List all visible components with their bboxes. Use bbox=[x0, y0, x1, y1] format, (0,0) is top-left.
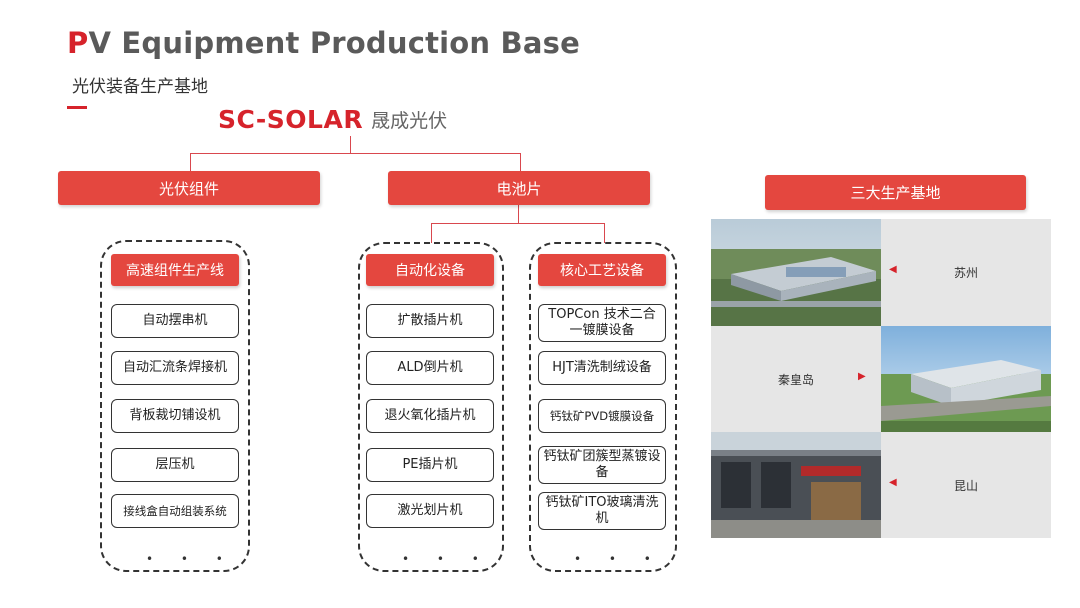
logo-text-en: SC-SOLAR bbox=[218, 104, 364, 134]
base-cell-kunshan: ◀ 昆山 bbox=[881, 432, 1051, 538]
list-item: 钙钛矿PVD镀膜设备 bbox=[538, 399, 666, 433]
list-item: ALD倒片机 bbox=[366, 351, 494, 385]
list-item: 自动汇流条焊接机 bbox=[111, 351, 239, 385]
connector-core-down bbox=[604, 223, 605, 243]
group-title-automation: 自动化设备 bbox=[366, 254, 494, 286]
base-name-qinhuangdao: 秦皇岛 bbox=[777, 372, 814, 387]
connector-top-horizontal bbox=[190, 153, 520, 154]
connector-automation-down bbox=[431, 223, 432, 243]
title-first-letter: P bbox=[67, 26, 89, 60]
list-item: 层压机 bbox=[111, 448, 239, 482]
base-cell-suzhou: ◀ 苏州 bbox=[881, 219, 1051, 326]
page-subtitle: 光伏装备生产基地 bbox=[72, 77, 208, 97]
group-title-modules-line: 高速组件生产线 bbox=[111, 254, 239, 286]
title-rest: V Equipment Production Base bbox=[88, 26, 580, 60]
company-logo: SC-SOLAR 晟成光伏 bbox=[218, 104, 447, 134]
group-title-core-process: 核心工艺设备 bbox=[538, 254, 666, 286]
list-item: 钙钛矿ITO玻璃清洗机 bbox=[538, 492, 666, 530]
list-item: 扩散插片机 bbox=[366, 304, 494, 338]
group-automation bbox=[358, 242, 504, 572]
list-item: TOPCon 技术二合一镀膜设备 bbox=[538, 304, 666, 342]
logo-text-cn: 晟成光伏 bbox=[371, 109, 448, 132]
pointer-left-icon: ◀ bbox=[889, 264, 897, 275]
suzhou-factory-photo bbox=[711, 219, 881, 326]
category-modules: 光伏组件 bbox=[58, 171, 320, 205]
list-item: 背板裁切铺设机 bbox=[111, 399, 239, 433]
connector-logo-down bbox=[350, 136, 351, 153]
pointer-left-icon: ◀ bbox=[889, 477, 897, 488]
list-item: 接线盒自动组装系统 bbox=[111, 494, 239, 528]
connector-left-down bbox=[190, 153, 191, 171]
group-modules-line bbox=[100, 240, 250, 572]
page-title: PV Equipment Production Base bbox=[67, 26, 580, 60]
base-cell-qinhuangdao: 秦皇岛 ▶ bbox=[711, 326, 881, 432]
kunshan-factory-photo bbox=[711, 432, 881, 538]
base-name-kunshan: 昆山 bbox=[953, 478, 978, 493]
list-item: 钙钛矿团簇型蒸镀设备 bbox=[538, 446, 666, 484]
list-item: 退火氧化插片机 bbox=[366, 399, 494, 433]
group-core-process bbox=[529, 242, 677, 572]
list-item: 自动摆串机 bbox=[111, 304, 239, 338]
more-indicator: • • • bbox=[402, 552, 491, 566]
list-item: 激光划片机 bbox=[366, 494, 494, 528]
more-indicator: • • • bbox=[146, 552, 235, 566]
list-item: HJT清洗制绒设备 bbox=[538, 351, 666, 385]
connector-cells-horizontal bbox=[431, 223, 605, 224]
category-bases: 三大生产基地 bbox=[765, 175, 1026, 210]
category-cells: 电池片 bbox=[388, 171, 650, 205]
title-underline bbox=[67, 106, 87, 109]
pointer-right-icon: ▶ bbox=[858, 371, 866, 382]
connector-cells-down bbox=[518, 205, 519, 223]
base-name-suzhou: 苏州 bbox=[953, 266, 978, 280]
more-indicator: • • • bbox=[574, 552, 663, 566]
connector-right-down bbox=[520, 153, 521, 171]
list-item: PE插片机 bbox=[366, 448, 494, 482]
qinhuangdao-factory-photo bbox=[881, 326, 1051, 432]
